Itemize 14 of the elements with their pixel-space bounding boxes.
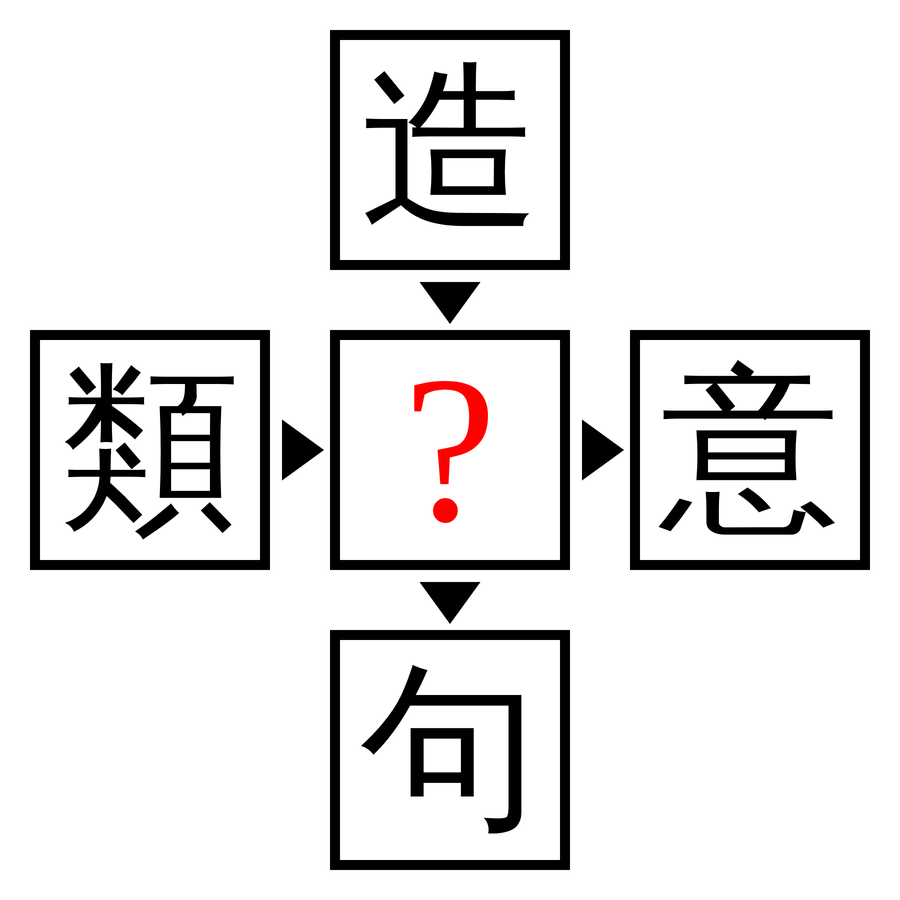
character-text: 類 bbox=[60, 360, 240, 540]
character-text: ? bbox=[403, 345, 497, 555]
character-box bbox=[330, 630, 570, 870]
arrow bbox=[420, 582, 480, 624]
arrow bbox=[282, 420, 324, 480]
character-box bbox=[630, 330, 870, 570]
character-text: 意 bbox=[660, 360, 840, 540]
character-box bbox=[330, 30, 570, 270]
character-box bbox=[30, 330, 270, 570]
character-box bbox=[330, 330, 570, 570]
arrow bbox=[420, 282, 480, 324]
character-text: 句 bbox=[360, 660, 540, 840]
arrow bbox=[582, 420, 624, 480]
character-text: 造 bbox=[360, 60, 540, 240]
